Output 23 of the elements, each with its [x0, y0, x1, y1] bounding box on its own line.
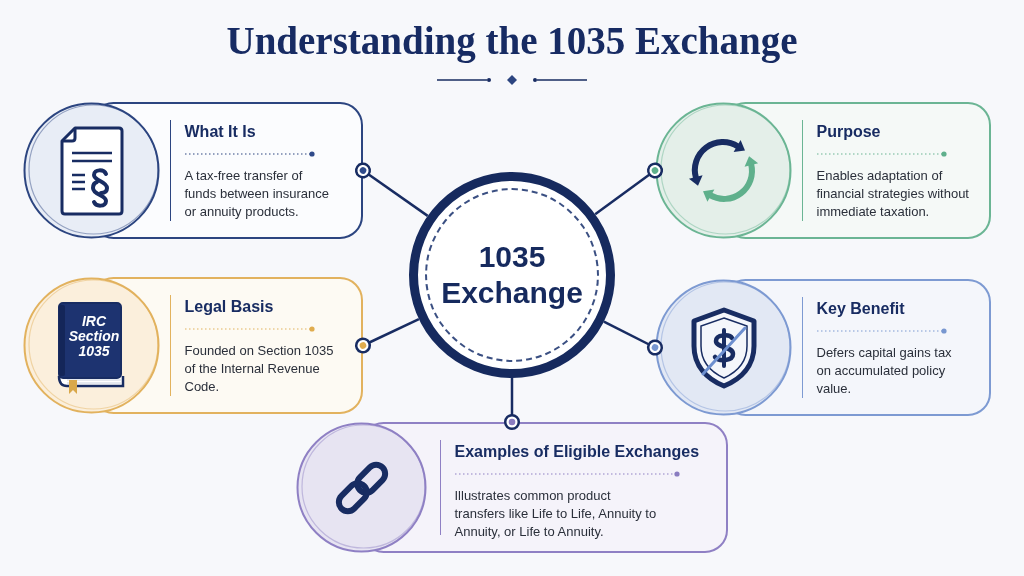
info-card [23, 277, 363, 414]
connector-line [354, 317, 420, 354]
card-heading: Purpose [816, 122, 881, 142]
connector-line [603, 320, 664, 356]
connector-line [354, 162, 429, 217]
card-description: A tax-free transfer of funds between insurance or annuity products. [184, 167, 331, 221]
book-title: IRC Section 1035 [67, 314, 121, 359]
card-description: Enables adaptation of financial strategies without immediate taxation. [816, 167, 970, 221]
card-description: Illustrates common product transfers like Life to Life, Annuity to Annuity, or Life to Annuity. [454, 487, 658, 541]
info-card [23, 102, 363, 239]
card-heading: Examples of Eligible Exchanges [454, 442, 700, 462]
info-card [655, 102, 991, 239]
info-card [296, 422, 728, 553]
info-card [655, 279, 991, 416]
card-description: Founded on Section 1035 of the Internal Revenue Code. [184, 342, 335, 396]
page-title: Understanding the 1035 Exchange [226, 18, 798, 65]
card-description: Defers capital gains tax on accumulated policy value. [816, 344, 953, 398]
card-heading: Key Benefit [816, 299, 905, 319]
connector-line [503, 378, 521, 431]
hub-title: 1035 Exchange [440, 239, 584, 311]
card-heading: Legal Basis [184, 297, 274, 317]
connector-line [594, 162, 664, 216]
card-heading: What It Is [184, 122, 256, 142]
